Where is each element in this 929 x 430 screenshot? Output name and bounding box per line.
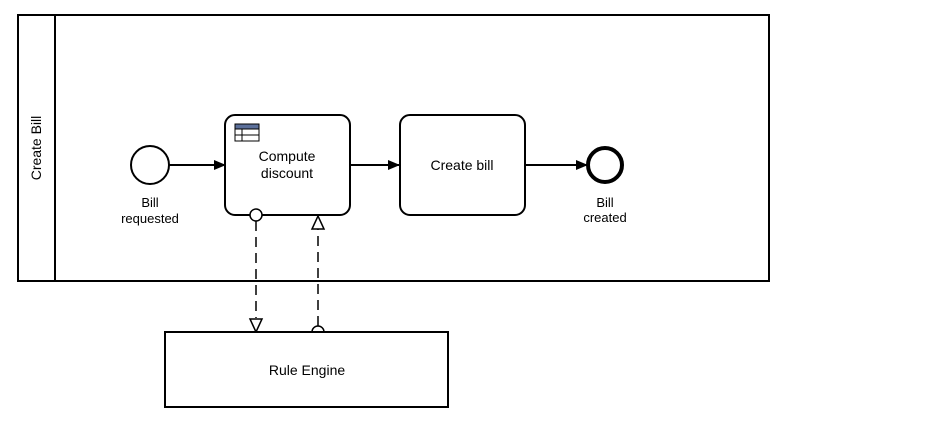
- rule-engine-box: [164, 331, 449, 408]
- start-event[interactable]: Bill requested: [121, 145, 179, 226]
- start-event-label-line1: Bill: [141, 195, 158, 210]
- task-create-label: Create bill: [430, 157, 493, 173]
- task-compute-label-line2: discount: [261, 165, 313, 181]
- business-rule-table-icon: [234, 123, 260, 142]
- message-flow-to-rule-engine[interactable]: [248, 208, 264, 334]
- rule-engine-label: Rule Engine: [269, 362, 345, 378]
- pool-create-bill[interactable]: Create Bill: [17, 14, 770, 282]
- start-event-circle: [130, 145, 170, 185]
- task-create-box: [399, 114, 526, 216]
- pool-border: [17, 14, 770, 282]
- start-event-label-line2: requested: [121, 211, 179, 226]
- end-event-label-line2: created: [583, 210, 626, 225]
- end-event-circle: [586, 146, 624, 184]
- message-flow-arrowhead-icon: [310, 214, 326, 230]
- task-create-bill[interactable]: Create bill: [399, 114, 526, 216]
- pool-rule-engine[interactable]: Rule Engine: [164, 331, 449, 408]
- pool-label: Create Bill: [28, 116, 44, 181]
- message-flow-arrowhead-icon: [248, 318, 264, 334]
- end-event-label-line1: Bill: [596, 195, 613, 210]
- task-compute-label-line1: Compute: [259, 148, 316, 164]
- task-compute-discount[interactable]: Compute discount: [224, 114, 351, 216]
- message-flow-start-circle-icon: [249, 208, 263, 222]
- end-event[interactable]: Bill created: [583, 146, 627, 225]
